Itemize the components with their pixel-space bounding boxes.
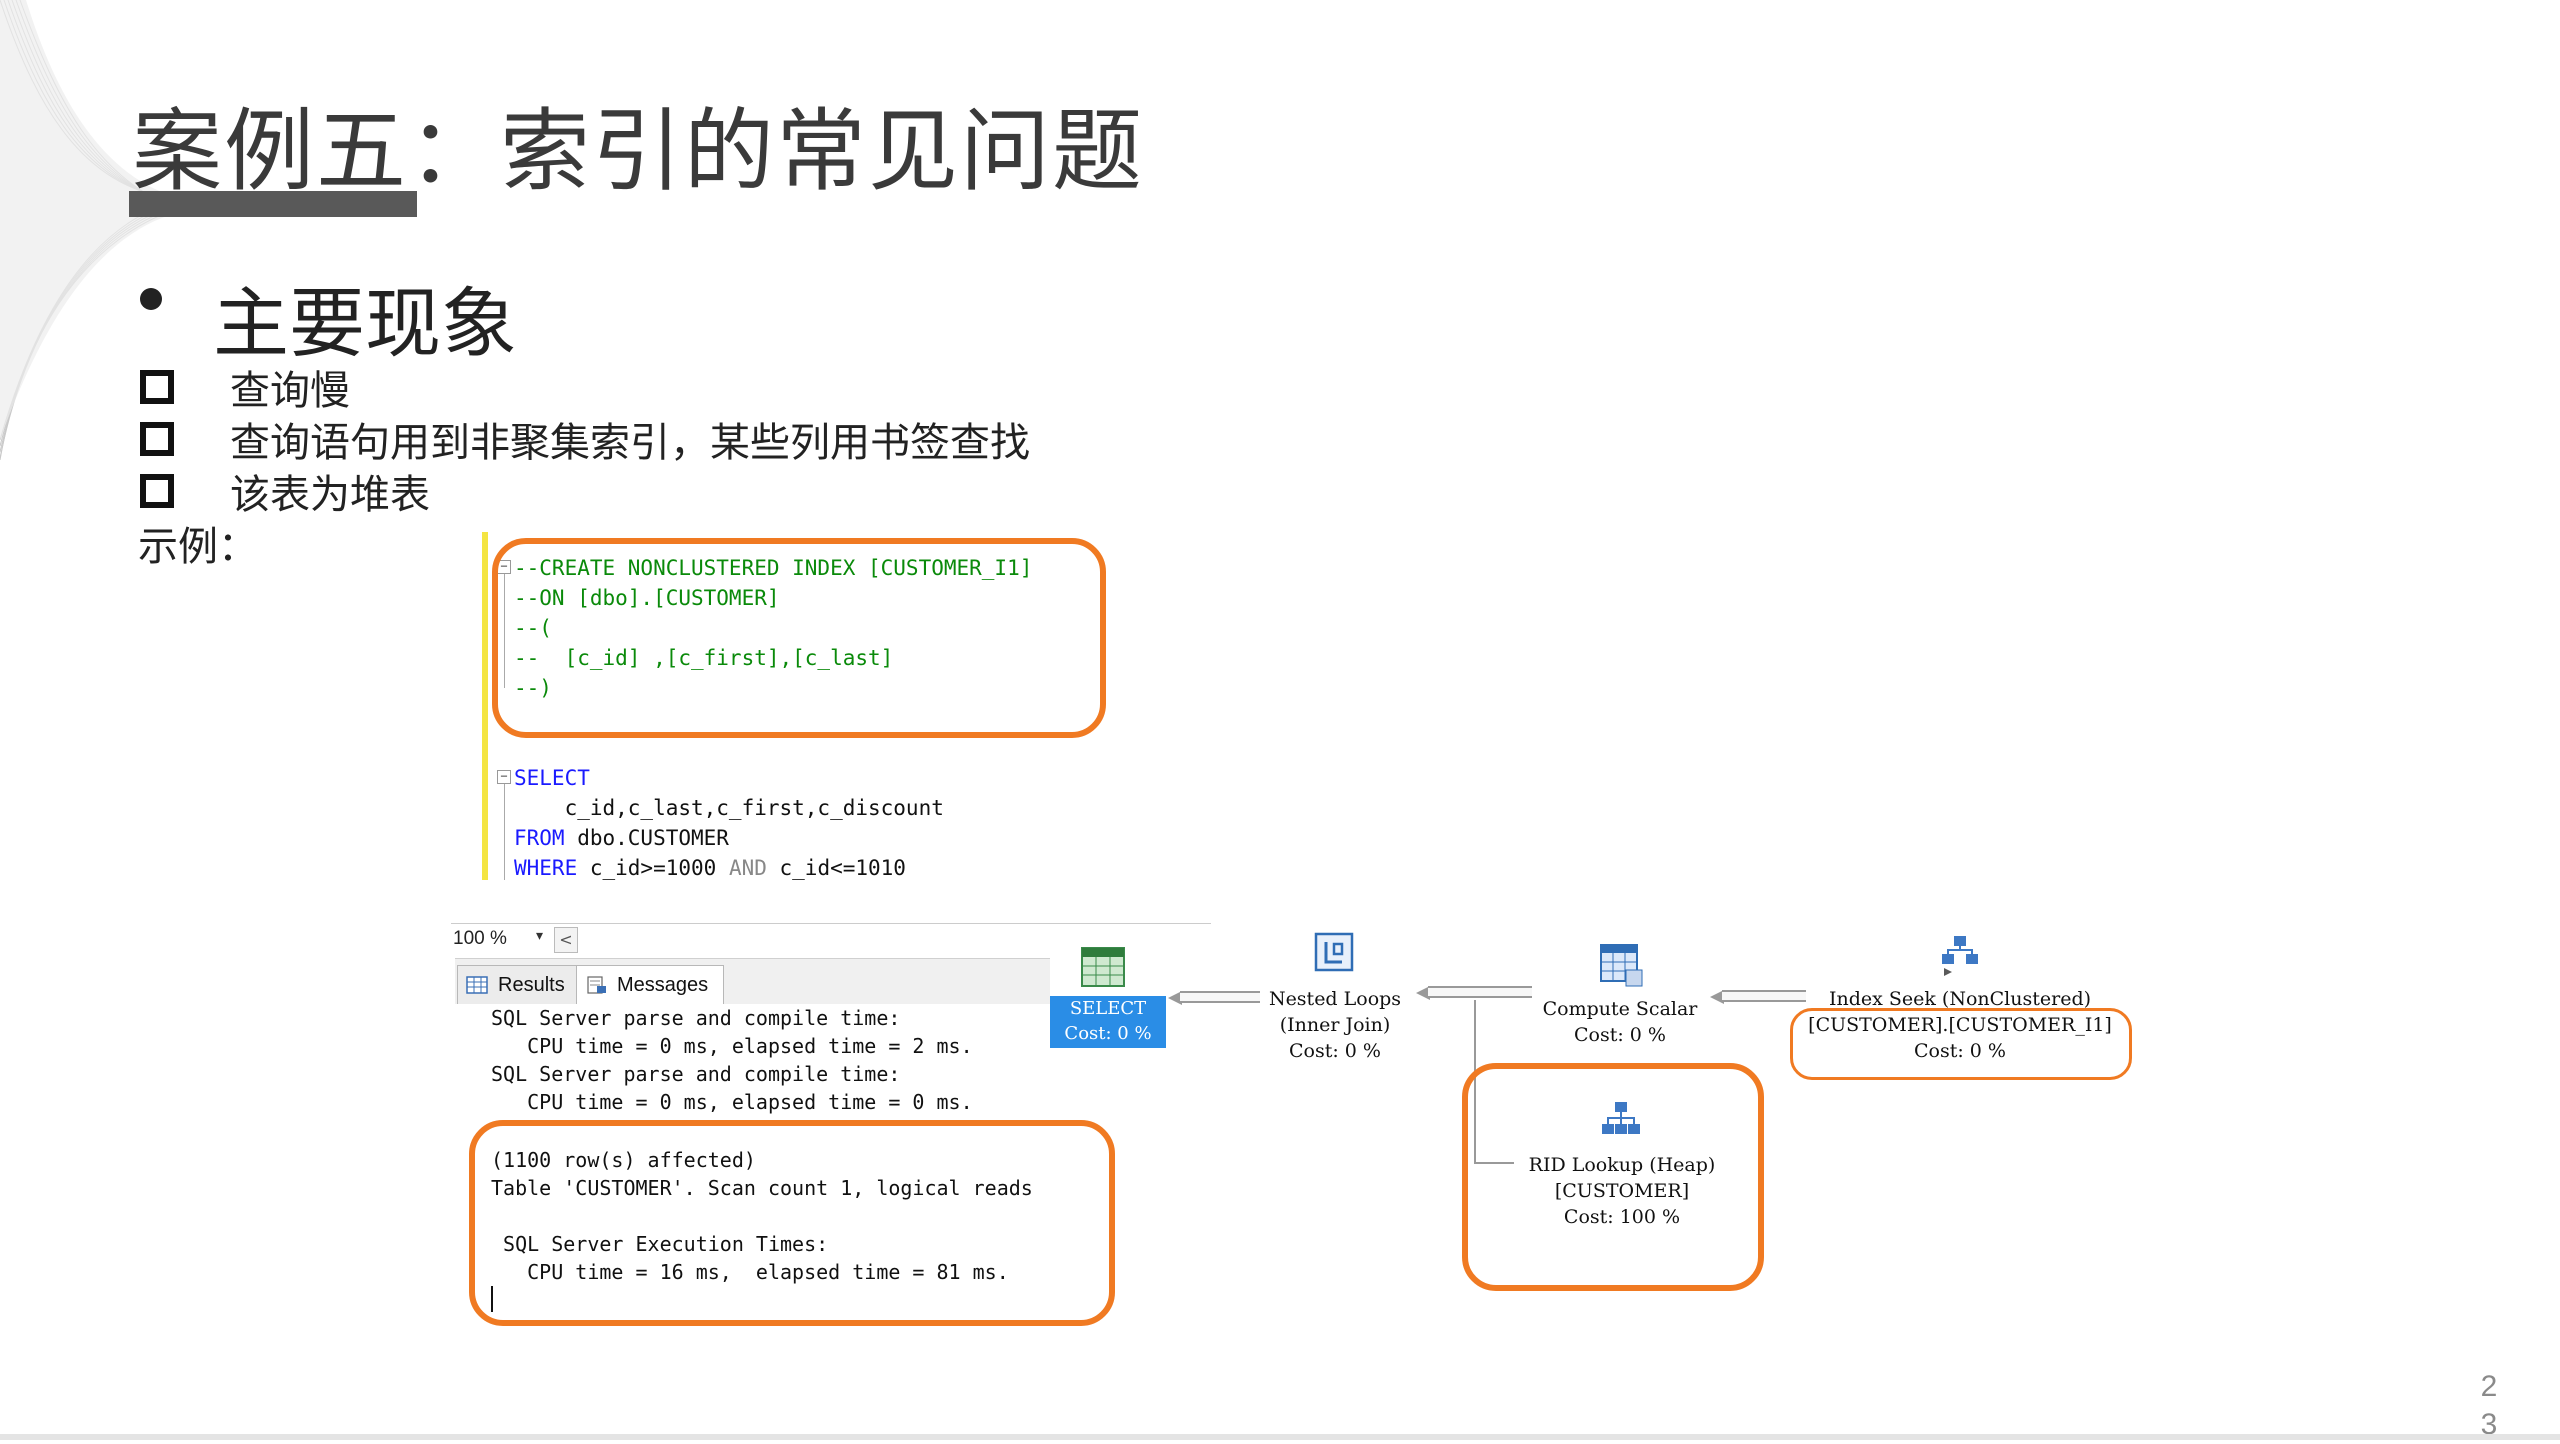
footer-line bbox=[0, 1434, 2560, 1440]
square-bullet-icon bbox=[140, 474, 174, 508]
node-cost: Cost: 0 % bbox=[1574, 1024, 1666, 1046]
node-object: [CUSTOMER].[CUSTOMER_I1] bbox=[1808, 1014, 2112, 1036]
editor-change-margin bbox=[482, 532, 488, 880]
message-line: (1100 row(s) affected) bbox=[491, 1148, 756, 1172]
message-line: SQL Server parse and compile time: bbox=[491, 1062, 901, 1086]
index-seek-node[interactable]: Index Seek (NonClustered) [CUSTOMER].[CU… bbox=[1800, 986, 2120, 1064]
message-line: Table 'CUSTOMER'. Scan count 1, logical … bbox=[491, 1176, 1033, 1200]
tab-results[interactable]: Results bbox=[457, 965, 577, 1005]
plan-connector bbox=[1428, 986, 1532, 998]
message-icon bbox=[587, 976, 606, 994]
node-cost: Cost: 0 % bbox=[1914, 1040, 2006, 1062]
code-line: -- [c_id] ,[c_first],[c_last] bbox=[514, 646, 894, 670]
arrow-head-icon bbox=[1710, 990, 1724, 1004]
select-node-label[interactable]: SELECT Cost: 0 % bbox=[1050, 996, 1166, 1048]
select-node-icon[interactable] bbox=[1080, 946, 1126, 988]
node-title: RID Lookup (Heap) bbox=[1528, 1154, 1716, 1176]
message-line: SQL Server Execution Times: bbox=[491, 1232, 829, 1256]
node-subtitle: (Inner Join) bbox=[1279, 1014, 1391, 1036]
code-line: FROM dbo.CUSTOMER bbox=[514, 824, 729, 852]
zoom-level[interactable]: 100 % bbox=[453, 928, 507, 949]
sql-keyword: FROM bbox=[514, 826, 565, 850]
plan-branch-line bbox=[1474, 1162, 1514, 1164]
example-label: 示例： bbox=[138, 524, 258, 570]
highlight-box-index-seek bbox=[1790, 1008, 2132, 1080]
node-title: Nested Loops bbox=[1268, 988, 1402, 1010]
bullet-dot bbox=[140, 288, 162, 310]
code-line: c_id,c_last,c_first,c_discount bbox=[514, 796, 944, 820]
sql-text: c_id>=1000 bbox=[577, 856, 729, 880]
node-cost: Cost: 0 % bbox=[1289, 1040, 1381, 1062]
highlight-box-comment bbox=[492, 538, 1106, 738]
node-cost: Cost: 100 % bbox=[1563, 1206, 1681, 1228]
sql-keyword: AND bbox=[728, 856, 767, 880]
compute-scalar-node[interactable]: Compute Scalar Cost: 0 % bbox=[1520, 996, 1720, 1048]
sql-keyword: SELECT bbox=[514, 766, 590, 790]
code-line: --( bbox=[514, 616, 552, 640]
page-number-digit: 3 bbox=[2480, 1408, 2498, 1441]
highlight-box-stats bbox=[469, 1120, 1115, 1326]
decorative-wave bbox=[0, 0, 181, 460]
code-line: --) bbox=[514, 676, 552, 700]
plan-connector bbox=[1722, 990, 1806, 1002]
zoom-bar: 100 % ▾ < bbox=[451, 923, 1211, 956]
code-line: WHERE c_id>=1000 AND c_id<=1010 bbox=[514, 854, 906, 882]
sql-keyword: WHERE bbox=[514, 856, 578, 880]
fold-guide bbox=[504, 574, 505, 688]
sql-text: dbo.CUSTOMER bbox=[564, 826, 729, 850]
node-title: Index Seek (NonClustered) bbox=[1828, 988, 2092, 1010]
code-line: --CREATE NONCLUSTERED INDEX [CUSTOMER_I1… bbox=[514, 556, 1033, 580]
tab-messages[interactable]: Messages bbox=[576, 965, 724, 1005]
messages-pane[interactable]: SQL Server parse and compile time: CPU t… bbox=[455, 1004, 1050, 1324]
tab-label: Messages bbox=[617, 974, 709, 996]
arrow-head-icon bbox=[1168, 991, 1182, 1005]
sql-text: c_id<=1010 bbox=[766, 856, 906, 880]
node-object: [CUSTOMER] bbox=[1554, 1180, 1690, 1202]
arrow-head-icon bbox=[1416, 986, 1430, 1000]
square-bullet-icon bbox=[140, 370, 174, 404]
fold-toggle-icon[interactable]: − bbox=[497, 770, 511, 784]
plan-connector bbox=[1180, 991, 1260, 1003]
tab-label: Results bbox=[498, 974, 565, 996]
message-line: CPU time = 16 ms, elapsed time = 81 ms. bbox=[491, 1260, 1009, 1284]
symptom-text: 该表为堆表 bbox=[230, 472, 430, 518]
code-line: --ON [dbo].[CUSTOMER] bbox=[514, 586, 780, 610]
fold-guide bbox=[504, 784, 505, 880]
page-number: 2 3 bbox=[2474, 1368, 2504, 1444]
index-seek-icon[interactable] bbox=[1938, 932, 1982, 976]
message-line: CPU time = 0 ms, elapsed time = 2 ms. bbox=[491, 1034, 973, 1058]
symptom-text: 查询语句用到非聚集索引，某些列用书签查找 bbox=[230, 420, 1030, 466]
chevron-down-icon[interactable]: ▾ bbox=[536, 928, 544, 944]
title-underline-bar bbox=[129, 191, 417, 217]
nested-loops-node[interactable]: Nested Loops (Inner Join) Cost: 0 % bbox=[1250, 986, 1420, 1064]
slide-title: 案例五：索引的常见问题 bbox=[132, 99, 1144, 204]
rid-lookup-icon[interactable] bbox=[1598, 1098, 1644, 1142]
highlight-box-rid-lookup bbox=[1462, 1063, 1764, 1291]
page-number-digit: 2 bbox=[2480, 1370, 2498, 1403]
nested-loops-icon[interactable] bbox=[1312, 930, 1356, 974]
rid-lookup-node[interactable]: RID Lookup (Heap) [CUSTOMER] Cost: 100 % bbox=[1502, 1152, 1742, 1230]
bullet-heading: 主要现象 bbox=[213, 279, 517, 368]
node-title: SELECT bbox=[1069, 998, 1147, 1019]
message-line: SQL Server parse and compile time: bbox=[491, 1006, 901, 1030]
compute-scalar-icon[interactable] bbox=[1598, 942, 1644, 988]
code-line: SELECT bbox=[514, 764, 590, 792]
square-bullet-icon bbox=[140, 422, 174, 456]
results-tab-strip: Results Messages bbox=[455, 958, 1050, 1005]
scroll-left-button[interactable]: < bbox=[554, 927, 578, 953]
grid-icon bbox=[466, 976, 488, 994]
symptom-text: 查询慢 bbox=[230, 368, 350, 414]
node-cost: Cost: 0 % bbox=[1064, 1023, 1152, 1044]
node-title: Compute Scalar bbox=[1542, 998, 1698, 1020]
message-line: CPU time = 0 ms, elapsed time = 0 ms. bbox=[491, 1090, 973, 1114]
